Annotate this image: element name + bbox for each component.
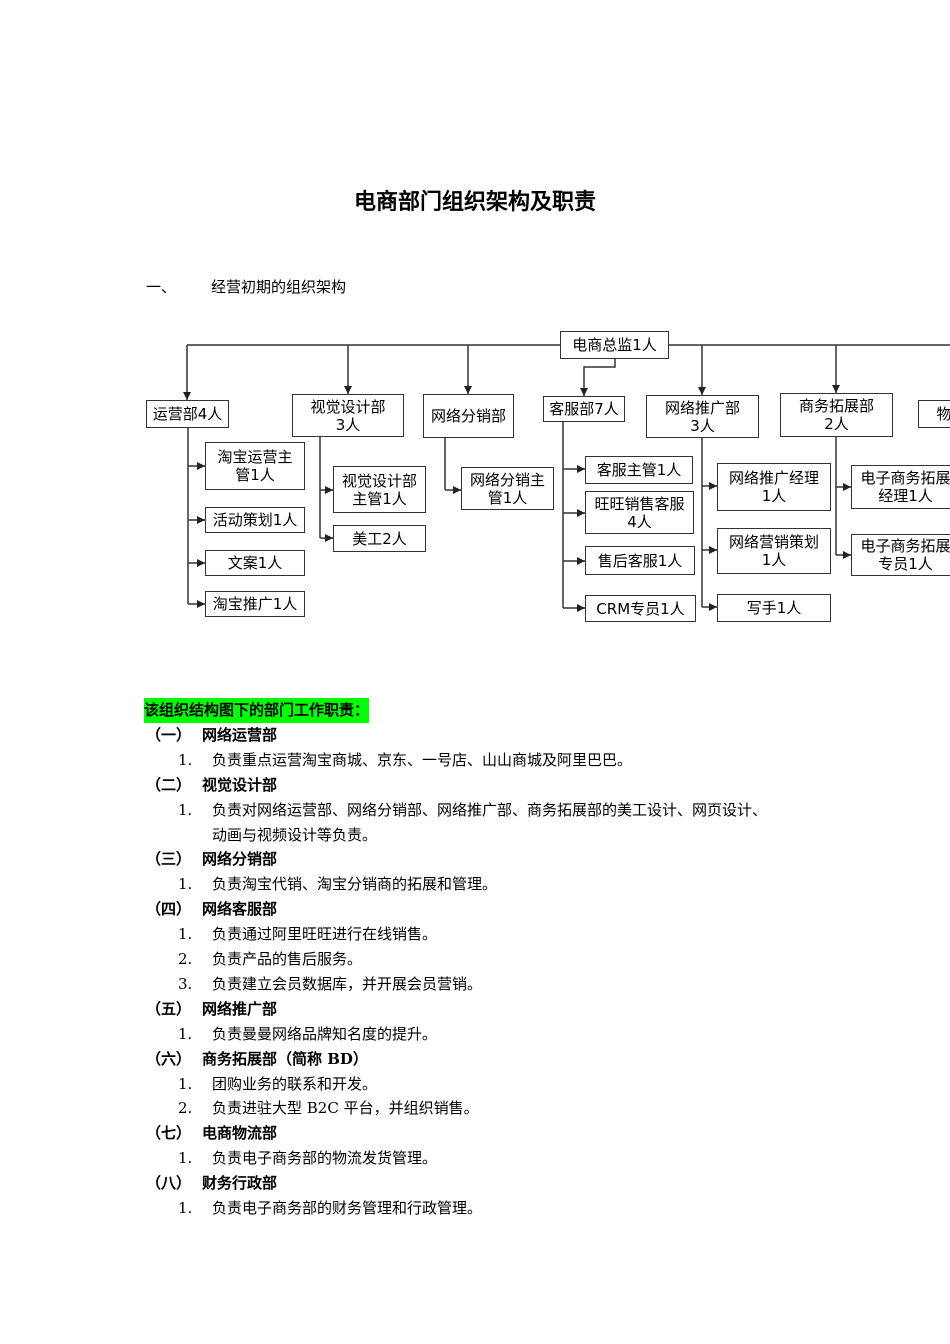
item-text: 负责产品的售后服务。 [212,950,363,968]
arrow-icon [325,534,333,542]
item-number: 1. [178,925,193,944]
item-text: 负责对网络运营部、网络分销部、网络推广部、商务拓展部的美工设计、网页设计、 [212,800,768,819]
role-box: 电子商务拓展 专员1人 [851,534,950,576]
role-box: 售后客服1人 [585,546,695,575]
role-box: 客服主管1人 [585,456,693,484]
arrow-icon [197,559,205,567]
department-box: 运营部4人 [146,400,229,428]
item-text: 负责建立会员数据库，并开展会员营销。 [212,974,483,993]
role-box: 网络营销策划 1人 [717,528,831,574]
connector-line [583,359,616,396]
arrow-icon [197,516,205,524]
item-text: 负责曼曼网络品牌知名度的提升。 [212,1024,438,1043]
item-number: 1. [178,800,193,819]
arrow-icon [577,509,585,517]
department-box: 物 [918,400,950,428]
department-box: 网络推广部 3人 [646,395,759,438]
group-name: 网络运营部 [202,725,278,744]
role-box: 写手1人 [717,594,831,622]
role-box: 淘宝运营主 管1人 [205,442,305,490]
group-name: 网络客服部 [202,900,278,919]
role-box: 视觉设计部 主管1人 [333,466,426,513]
item-number: 1. [178,1024,193,1043]
arrow-icon [183,392,191,400]
role-box: 美工2人 [333,525,426,552]
arrow-icon [577,604,585,612]
group-name: 网络分销部 [202,850,278,869]
item-text-continued: 动画与视频设计等负责。 [212,825,378,844]
group-name: 电商物流部 [202,1124,278,1143]
department-box: 视觉设计部 3人 [292,394,404,437]
arrow-icon [580,388,588,396]
group-name: 财务行政部 [202,1174,278,1193]
section-number: 一、 [146,278,177,296]
role-box: 电子商务拓展 经理1人 [851,465,950,509]
arrow-icon [698,387,706,395]
item-text: 负责淘宝代销、淘宝分销商的拓展和管理。 [212,875,498,894]
page-title: 电商部门组织架构及职责 [353,189,596,215]
group-number: （四） [146,900,192,919]
arrow-icon [344,386,352,394]
item-number: 1. [178,1199,193,1217]
item-number: 2. [178,950,193,968]
root-box: 电商总监1人 [560,331,669,359]
group-number: （三） [146,850,192,869]
group-number: （一） [146,725,192,744]
group-number: （八） [146,1174,192,1193]
item-number: 1. [178,875,193,894]
duties-heading: 该组织结构图下的部门工作职责： [144,698,370,723]
arrow-icon [464,386,472,394]
item-text: 团购业务的联系和开发。 [212,1074,378,1093]
group-number: （六） [146,1049,192,1068]
arrow-icon [843,551,851,559]
arrow-icon [197,462,205,470]
arrow-icon [577,465,585,473]
item-text: 负责电子商务部的财务管理和行政管理。 [212,1199,483,1217]
arrow-icon [197,600,205,608]
group-number: （二） [146,775,192,794]
group-number: （五） [146,999,192,1018]
department-box: 商务拓展部 2人 [780,393,893,437]
item-text: 负责进驻大型 B2C 平台，并组织销售。 [212,1099,479,1118]
arrow-icon [325,486,333,494]
item-text: 负责重点运营淘宝商城、京东、一号店、山山商城及阿里巴巴。 [212,750,633,769]
role-box: 旺旺销售客服 4人 [585,491,694,534]
role-box: 淘宝推广1人 [205,591,305,617]
org-chart: 电商总监1人运营部4人淘宝运营主 管1人活动策划1人文案1人淘宝推广1人 视觉设计… [0,0,950,650]
department-box: 客服部7人 [543,396,625,422]
arrow-icon [709,603,717,611]
arrow-icon [709,546,717,554]
item-number: 2. [178,1099,193,1118]
arrow-icon [453,486,461,494]
group-number: （七） [146,1124,192,1143]
item-text: 负责电子商务部的物流发货管理。 [212,1149,438,1168]
arrow-icon [843,483,851,491]
role-box: 网络分销主 管1人 [461,467,554,510]
arrow-icon [832,385,840,393]
group-name: 网络推广部 [202,999,278,1018]
role-box: 文案1人 [205,550,305,576]
department-box: 网络分销部 [423,394,514,438]
item-number: 3. [178,974,193,993]
arrow-icon [709,482,717,490]
role-box: 活动策划1人 [205,507,305,533]
group-name: 商务拓展部（简称 BD） [202,1049,368,1068]
role-box: 网络推广经理 1人 [717,463,831,511]
group-name: 视觉设计部 [202,775,278,794]
item-number: 1. [178,1074,193,1093]
arrow-icon [577,557,585,565]
item-text: 负责通过阿里旺旺进行在线销售。 [212,925,438,944]
item-number: 1. [178,1149,193,1168]
org-chart-connectors [183,344,950,612]
item-number: 1. [178,750,193,769]
role-box: CRM专员1人 [585,595,696,622]
section-title: 经营初期的组织架构 [211,278,347,296]
